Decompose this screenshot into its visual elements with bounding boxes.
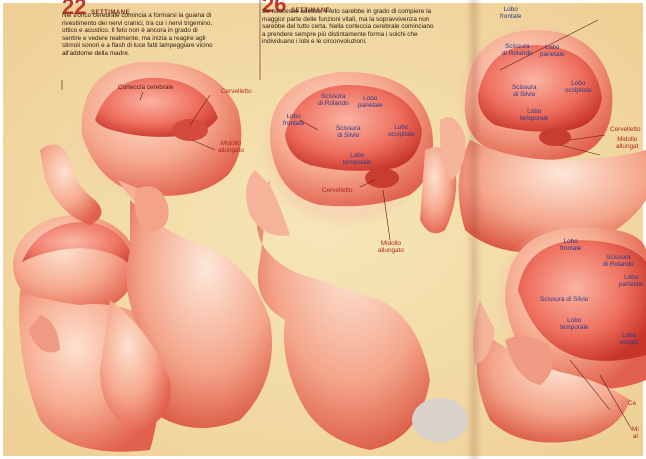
label-lobo-frontale-26: Lobo frontale <box>283 113 304 127</box>
label-lobo-occipitale-lower: Lobo occipit <box>620 332 638 346</box>
label-cervelletto-lower: Ce <box>628 400 636 407</box>
week-26-text: Se nascesse adesso, il feto sarebbe in g… <box>262 8 434 46</box>
page-gutter <box>466 0 482 459</box>
label-midollo-26: Midollo allungato <box>378 240 404 254</box>
label-cervelletto-22: Cervelletto <box>221 88 252 95</box>
label-scissura-silvio-lower: Scissura di Silvio <box>540 296 588 303</box>
label-scissura-rolando-lower: Scissura di Rolando <box>603 254 634 268</box>
label-lobo-frontale-lower: Lobo frontale <box>560 238 581 252</box>
label-lobo-occipitale-upper: Lobo occipitale <box>565 80 592 94</box>
label-midollo-upper: Midollo allungat <box>616 136 638 150</box>
label-midollo-22: Midollo allungato <box>218 140 244 154</box>
label-scissura-silvio-26: Scissura di Silvio <box>336 125 361 139</box>
label-scissura-rolando-26: Scissura di Rolando <box>318 93 349 107</box>
label-scissura-rolando-upper: Scissura di Rolando <box>502 43 533 57</box>
label-lobo-temporale-upper: Lobo temporale <box>520 108 548 122</box>
label-midollo-lower: Mi al <box>632 426 639 440</box>
label-lobo-parietale-lower: Lobo parietale <box>619 274 644 288</box>
label-corteccia-cerebrale: Corteccia cerebrale <box>118 84 173 91</box>
week-22-text: Nel tronco cerebrale comincia a formarsi… <box>62 12 214 58</box>
label-lobo-occipitale-26: Lobo occipitale <box>388 124 415 138</box>
label-lobo-parietale-upper: Lobo parietale <box>540 44 565 58</box>
label-lobo-frontale-upper: Lobo frontale <box>500 6 521 20</box>
label-cervelletto-upper: Cervelletto <box>610 126 641 133</box>
label-lobo-parietale-26: Lobo parietale <box>358 95 383 109</box>
label-cervelletto-26: Cervelletto <box>322 187 353 194</box>
label-scissura-silvio-upper: Scissura di Silvio <box>512 84 537 98</box>
label-lobo-temporale-lower: Lobo temporale <box>560 317 588 331</box>
label-lobo-temporale-26: Lobo temporale <box>343 152 371 166</box>
